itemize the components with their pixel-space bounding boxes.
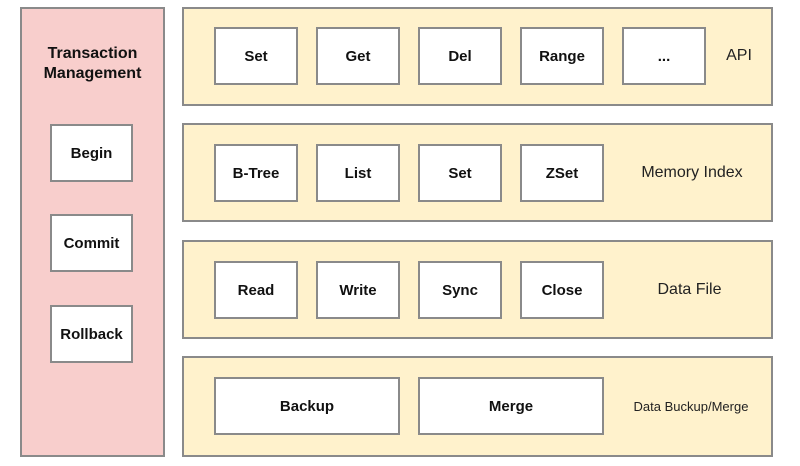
memory-index-layer-label: Memory Index [641,164,743,181]
backup-item: Backup [214,377,400,435]
api-item-range: Range [520,27,604,85]
memory-item-zset: ZSet [520,144,604,202]
api-item-more: ... [622,27,706,85]
file-item-write: Write [316,261,400,319]
api-layer-label: API [726,47,752,64]
file-item-close: Close [520,261,604,319]
file-item-read: Read [214,261,298,319]
api-item-del: Del [418,27,502,85]
api-item-set: Set [214,27,298,85]
memory-item-set: Set [418,144,502,202]
file-item-sync: Sync [418,261,502,319]
memory-item-btree: B-Tree [214,144,298,202]
begin-box: Begin [50,124,133,182]
data-backup-merge-layer-label: Data Buckup/Merge [633,398,749,414]
transaction-title-line1: Transaction [47,45,138,62]
transaction-management-title: Transaction Management [20,44,165,84]
rollback-box: Rollback [50,305,133,363]
commit-box: Commit [50,214,133,272]
memory-item-list: List [316,144,400,202]
api-item-get: Get [316,27,400,85]
data-file-layer-label: Data File [657,281,722,298]
merge-item: Merge [418,377,604,435]
transaction-title-line2: Management [43,65,142,82]
